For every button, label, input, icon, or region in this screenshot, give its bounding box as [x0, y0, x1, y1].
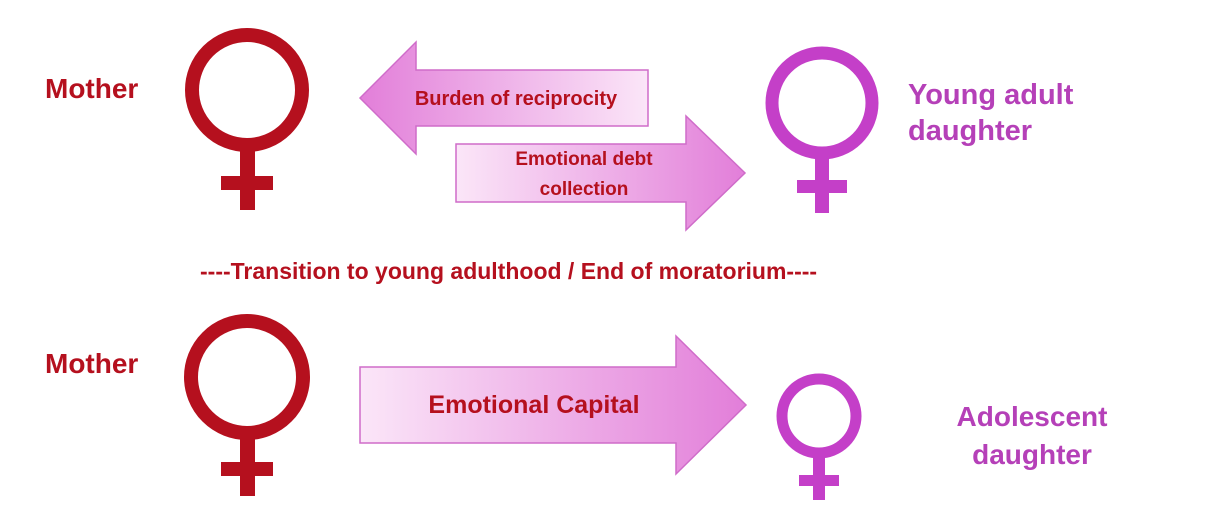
- young-adult-daughter-label-line2: daughter: [908, 115, 1032, 147]
- emotional-debt-label-line1: Emotional debt: [515, 149, 653, 170]
- female-symbol-icon: [776, 373, 862, 500]
- adolescent-daughter-label-line1: Adolescent: [957, 401, 1108, 432]
- emotional-capital-label: Emotional Capital: [428, 391, 639, 419]
- burden-of-reciprocity-arrow: Burden of reciprocity: [358, 40, 649, 156]
- top-mother-label: Mother: [45, 73, 138, 104]
- emotional-capital-arrow: Emotional Capital: [359, 334, 748, 476]
- transition-divider-text: ----Transition to young adulthood / End …: [200, 258, 817, 284]
- female-symbol-icon: [765, 46, 879, 213]
- female-symbol-icon: [184, 314, 310, 496]
- bottom-mother-label: Mother: [45, 348, 138, 379]
- young-adult-daughter-label-line1: Young adult: [908, 79, 1074, 111]
- adolescent-daughter-label-line2: daughter: [972, 439, 1092, 470]
- emotional-debt-label-line2: collection: [540, 179, 629, 200]
- female-symbol-icon: [185, 28, 309, 210]
- burden-of-reciprocity-label: Burden of reciprocity: [415, 88, 618, 110]
- emotional-debt-collection-arrow: Emotional debt collection: [455, 114, 747, 232]
